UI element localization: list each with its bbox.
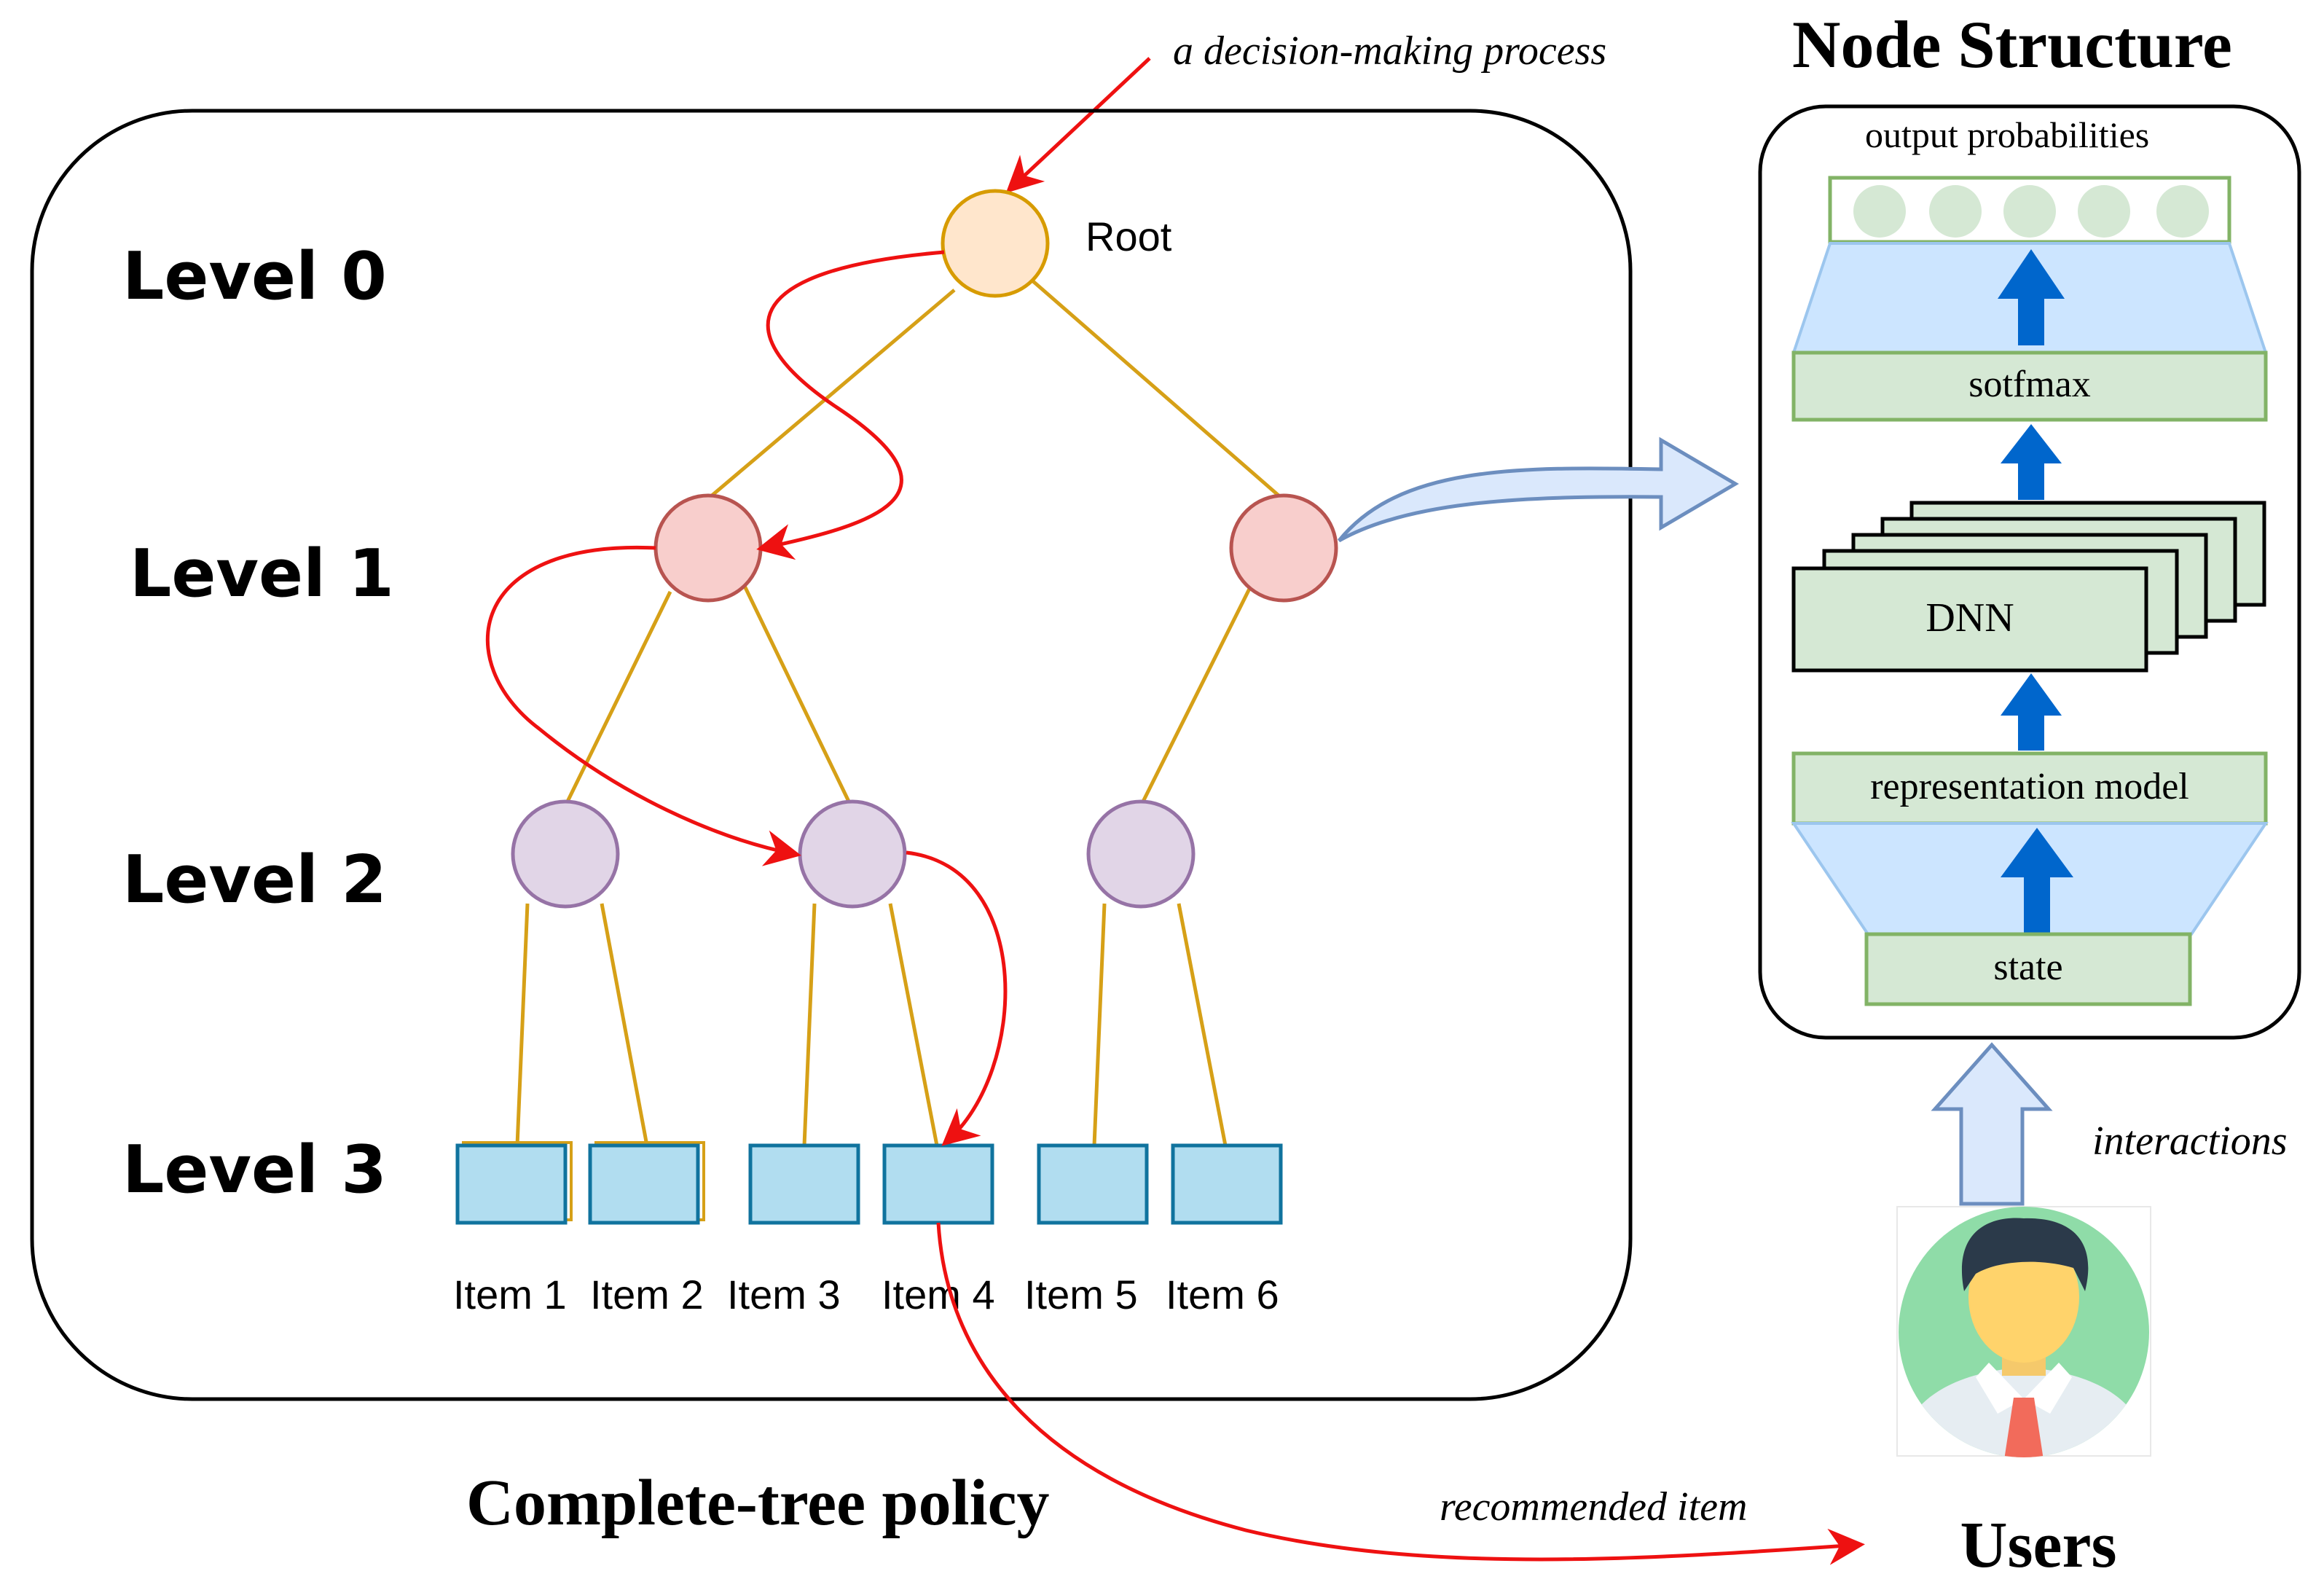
edge-l2a-item1 <box>515 903 530 1146</box>
level1-node-left <box>653 493 763 603</box>
prob-dot-1 <box>1853 185 1906 238</box>
level1-node-right <box>1229 493 1338 603</box>
item-6-leaf <box>1171 1143 1283 1225</box>
softmax-label: sotfmax <box>1968 364 2091 405</box>
level-1-label: Level 1 <box>130 536 394 612</box>
avatar-tie <box>2003 1398 2044 1457</box>
prob-dot-4 <box>2078 185 2130 238</box>
item-4-leaf <box>882 1143 994 1225</box>
edge-l2c-item6 <box>1177 903 1228 1146</box>
dnn-layer-1 <box>1791 566 2148 673</box>
root-node <box>941 189 1050 298</box>
tree-container <box>30 109 1633 1401</box>
user-avatar <box>1896 1206 2151 1457</box>
softmax-box <box>1791 350 2268 422</box>
edge-l1a-l2b <box>741 581 853 807</box>
prob-dot-3 <box>2003 185 2056 238</box>
avatar-hair <box>1961 1218 2089 1291</box>
tree-edges <box>515 280 1285 1146</box>
prob-dot-2 <box>1929 185 1982 238</box>
level2-node-1 <box>511 799 620 909</box>
item-5-leaf <box>1037 1143 1149 1225</box>
path-root-to-l1 <box>756 250 945 560</box>
item-3-leaf <box>748 1143 860 1225</box>
repr-to-dnn-arrow <box>2001 673 2062 751</box>
state-box <box>1864 932 2192 1006</box>
level2-node-3 <box>1086 799 1196 909</box>
edge-l2b-item3 <box>802 903 817 1146</box>
level2-node-2 <box>798 799 907 909</box>
node-structure-panel <box>1758 104 2301 1040</box>
expand-node-arrow <box>1338 436 1739 543</box>
item-6-label: Item 6 <box>1166 1272 1279 1317</box>
edge-l1a-l2a <box>563 590 672 807</box>
item-2-leaf <box>588 1143 700 1225</box>
item-1-leaf <box>455 1143 568 1225</box>
interactions-label: interactions <box>2092 1119 2288 1164</box>
path-l2-to-item4 <box>906 850 1008 1146</box>
edge-l2c-item5 <box>1092 903 1107 1146</box>
level-0-label: Level 0 <box>122 238 387 315</box>
tree-caption: Complete-tree policy <box>466 1467 1050 1539</box>
edge-root-l1b <box>1032 280 1285 501</box>
avatar-collar-left <box>1976 1363 2024 1414</box>
avatar-collar-right <box>2024 1363 2072 1414</box>
representation-model-label: representation model <box>1870 766 2189 807</box>
softmax-up-arrow-1 <box>1998 249 2065 345</box>
decision-path <box>485 250 1865 1565</box>
level-2-label: Level 2 <box>122 842 387 918</box>
root-label: Root <box>1086 214 1172 259</box>
dnn-label: DNN <box>1925 595 2014 641</box>
recommended-item-label: recommended item <box>1440 1484 1747 1530</box>
edge-l2b-item4 <box>888 903 939 1146</box>
edge-l2a-item2 <box>600 903 649 1146</box>
level-3-label: Level 3 <box>122 1132 387 1208</box>
interactions-arrow <box>1931 1042 2053 1206</box>
state-label: state <box>1993 947 2062 988</box>
node-structure-title: Node Structure <box>1792 7 2232 82</box>
dnn-to-softmax-arrow <box>2001 424 2062 500</box>
users-label: Users <box>1960 1509 2117 1581</box>
edge-root-l1a <box>705 289 956 501</box>
edge-l1b-l2c <box>1139 586 1252 807</box>
item-5-label: Item 5 <box>1024 1272 1138 1317</box>
item-1-label: Item 1 <box>453 1272 567 1317</box>
decision-process-label: a decision-making process <box>1173 28 1606 74</box>
decision-process-arrow <box>1005 57 1151 193</box>
path-l1-to-l2 <box>485 545 801 866</box>
path-item4-to-users <box>936 1222 1865 1565</box>
state-up-arrow <box>2001 828 2073 933</box>
item-2-label: Item 2 <box>590 1272 704 1317</box>
output-probabilities-label: output probabilities <box>1865 114 2149 155</box>
item-4-label: Item 4 <box>882 1272 995 1317</box>
prob-dot-5 <box>2156 185 2209 238</box>
leaf-items <box>455 1141 1283 1225</box>
item-3-label: Item 3 <box>727 1272 841 1317</box>
